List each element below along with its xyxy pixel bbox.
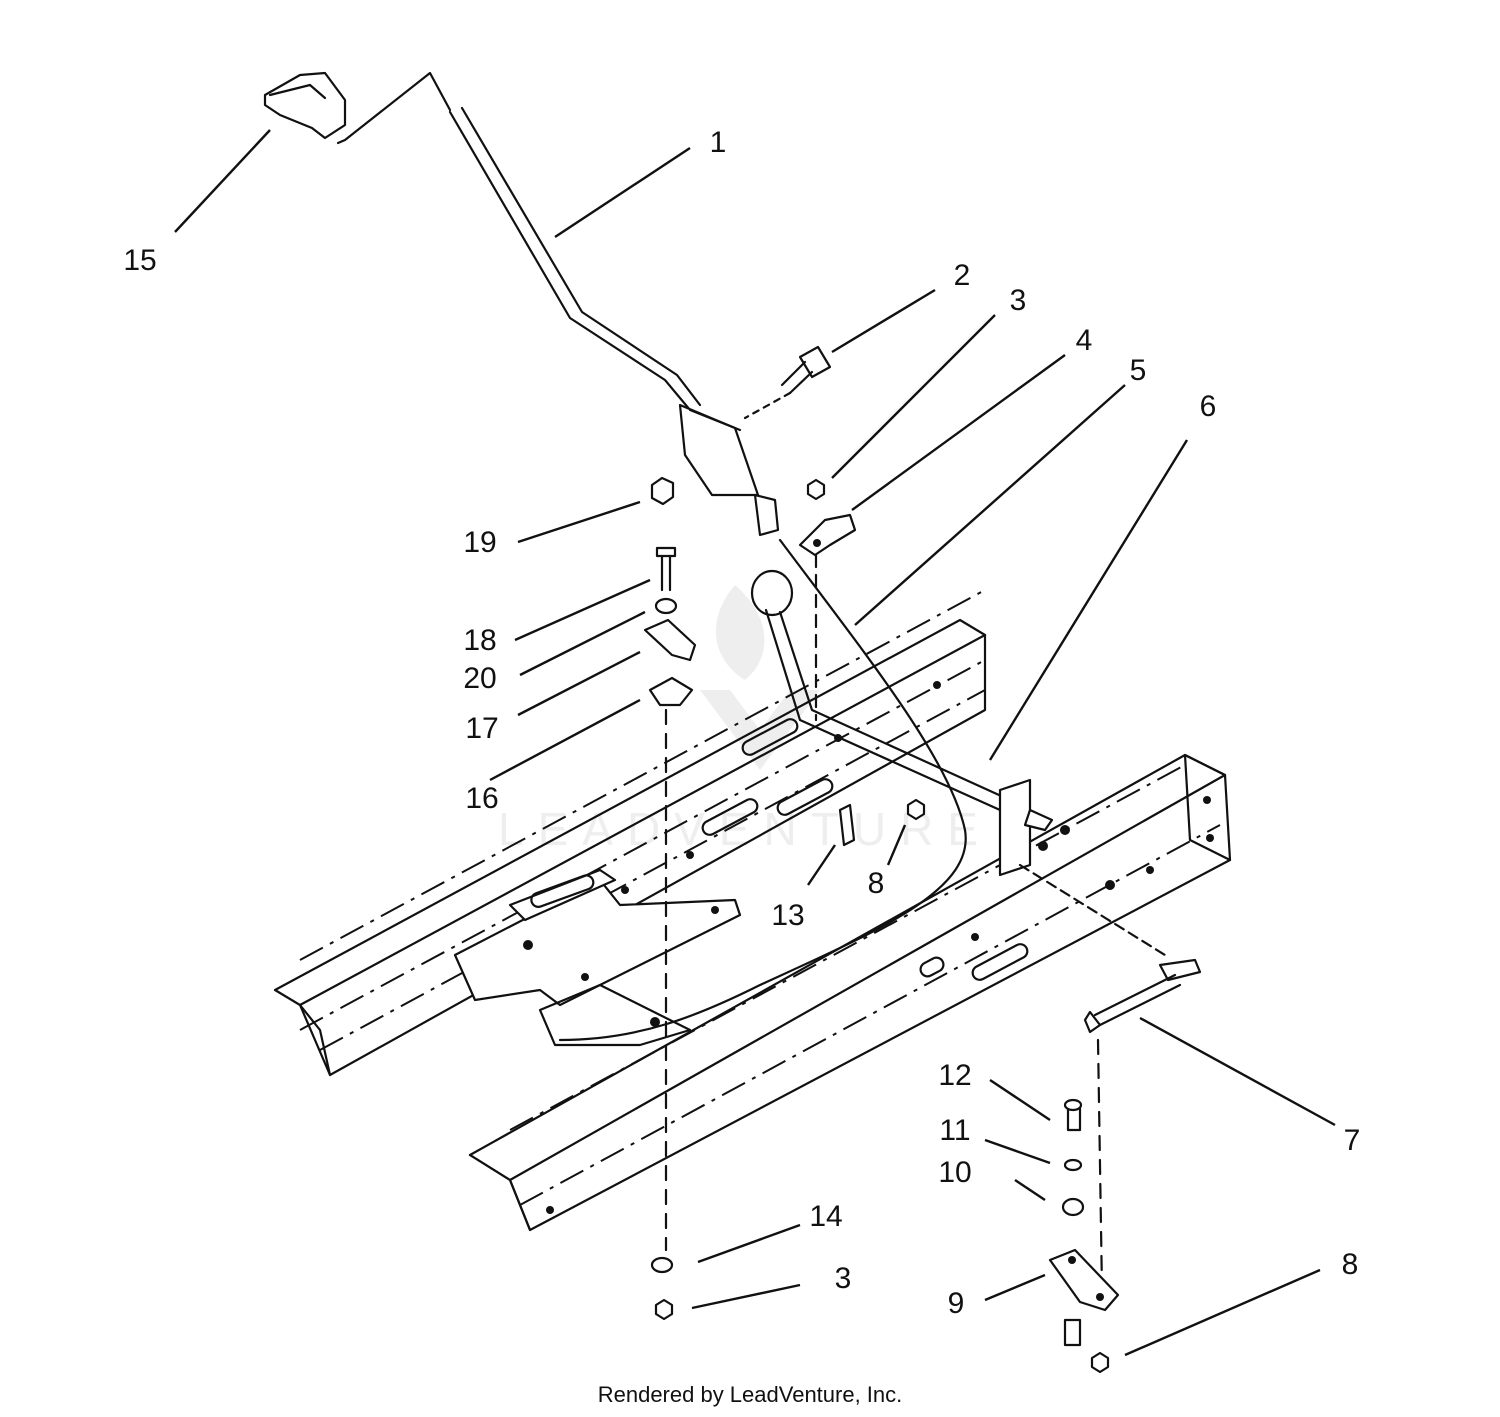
callout-3: 3 [1010,284,1027,317]
callout-4: 4 [1076,324,1093,357]
part-3-nut-lower [654,1298,674,1321]
part-7-link-rod [1018,863,1202,1292]
front-rail-end [1183,753,1232,862]
callout-7: 7 [1344,1124,1361,1157]
watermark-v-icon [700,690,820,770]
callout-3-lower: 3 [835,1262,852,1295]
leader-lines [174,129,1336,1357]
centerline-1 [299,589,986,961]
callout-18: 18 [463,624,496,657]
centerline-3 [319,689,986,1051]
watermark-text: LEADVENTURE [498,803,992,855]
callout-11: 11 [939,1114,970,1147]
watermark: LEADVENTURE [498,585,992,855]
callout-1: 1 [710,126,727,159]
left-hardware-stack [643,546,697,1252]
part-8-nut-upper [906,798,926,821]
centerline-2 [299,659,986,1031]
footer-credit: Rendered by LeadVenture, Inc. [598,1382,903,1407]
rail-holes [466,681,1214,1214]
frame-rails [273,589,1232,1232]
part-4-clip [798,513,857,557]
control-cable [558,538,967,1042]
callout-10: 10 [938,1156,971,1189]
callout-14: 14 [809,1200,842,1233]
part-19-nut [650,476,675,506]
front-rail-corner [468,1153,532,1232]
part-5-rod [750,569,1054,877]
right-hardware-stack [1048,1098,1120,1374]
callout-8-lower: 8 [1342,1248,1359,1281]
callout-19: 19 [463,526,496,559]
callout-16: 16 [465,782,498,815]
part-14-washer [650,1256,674,1274]
part-3-nut-upper [806,478,826,501]
callout-15: 15 [123,244,156,277]
part-2-shoulder-bolt [743,345,832,420]
part-15-knob [263,71,347,140]
callout-20: 20 [463,662,496,695]
callout-17: 17 [465,712,498,745]
callout-13: 13 [771,899,804,932]
centerline-5 [519,824,1221,1206]
back-rail-web [298,633,987,1077]
rail-slots [701,718,1029,981]
centerline-4 [509,764,1186,1131]
callout-labels: 1 2 3 4 5 6 7 8 9 10 11 12 13 14 3 8 15 … [123,126,1360,1320]
callout-12: 12 [938,1059,971,1092]
mounting-bracket [453,868,742,1047]
watermark-flame-icon [715,585,765,680]
part-13-stud [838,803,856,847]
callout-9: 9 [948,1287,965,1320]
callout-8: 8 [868,867,885,900]
part-1-lever [448,106,780,537]
knob-lever-link [336,71,452,145]
callout-6: 6 [1200,390,1217,423]
callout-5: 5 [1130,354,1147,387]
back-rail-end [298,1003,332,1077]
callout-2: 2 [954,259,971,292]
